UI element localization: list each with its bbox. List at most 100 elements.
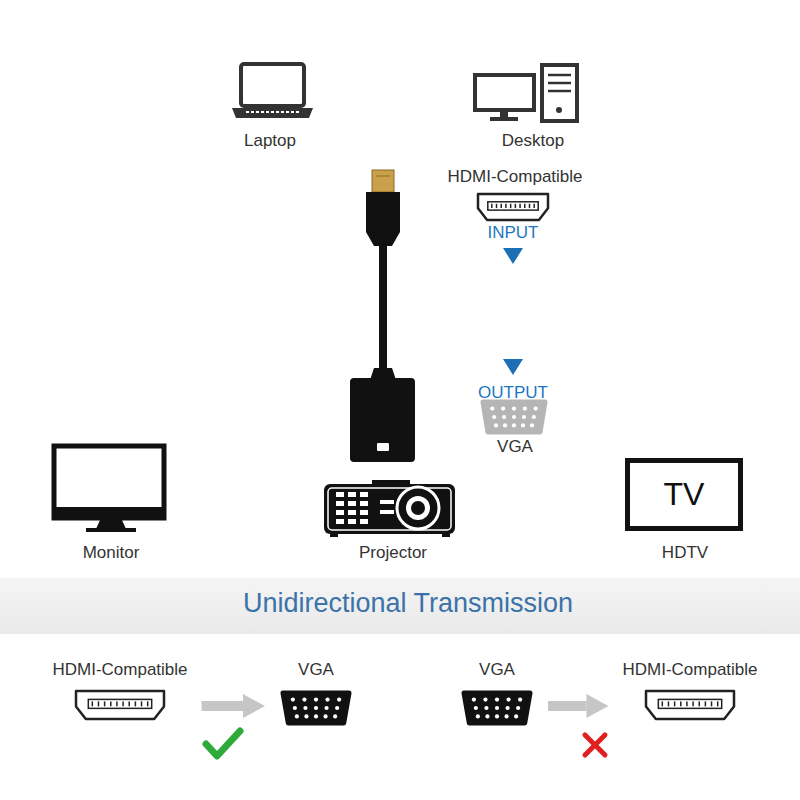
arrow-head (243, 694, 265, 718)
adapter-cable-part (366, 192, 400, 246)
port-pin (337, 697, 341, 701)
projector-icon-part (397, 487, 439, 529)
cross-mark-part (585, 735, 605, 755)
vent-slot (336, 519, 344, 524)
port-pin (485, 714, 489, 718)
port-pin (512, 415, 516, 419)
direction-triangle (503, 359, 523, 375)
port-pin (512, 407, 516, 411)
adapter-cable-part (372, 170, 394, 192)
port-pin (116, 701, 118, 706)
hdmi-port-icon (74, 689, 166, 721)
port-pin (92, 701, 94, 706)
vent-slot (336, 501, 344, 506)
laptop-icon-part (232, 108, 313, 118)
adapter-cable-part (350, 378, 415, 462)
label: VGA (497, 437, 533, 457)
node-label: VGA (298, 660, 334, 680)
projector-icon-part (380, 510, 394, 514)
cross-mark-part (585, 735, 605, 755)
port-pin (295, 714, 299, 718)
label: INPUT (488, 223, 539, 243)
desktop-icon-part (548, 74, 571, 77)
port-node: HDMI-Compatible (616, 660, 763, 721)
vent-slot (360, 492, 368, 497)
flow-arrow (202, 694, 265, 718)
port-pin (516, 705, 520, 709)
flow-arrow (548, 694, 608, 718)
projector-icon-part (442, 534, 450, 537)
port-pin (533, 204, 535, 208)
desktop-icon-part (500, 110, 508, 117)
arrow-shaft (548, 701, 586, 711)
port-node: HDMI-Compatible (46, 660, 193, 721)
port-pin (491, 204, 493, 208)
port-outline (464, 693, 530, 723)
vent-slot (348, 492, 356, 497)
vent-slot (348, 501, 356, 506)
port-pin (476, 714, 480, 718)
port-pin (98, 701, 100, 706)
desktop-icon-part (475, 75, 534, 110)
port-pin (505, 705, 509, 709)
port-pin (705, 701, 707, 706)
vent-slot (336, 510, 344, 515)
label: HDTV (662, 543, 708, 563)
title-band (0, 578, 800, 634)
port-pin (483, 697, 487, 701)
port-pin (524, 204, 526, 208)
label: Laptop (244, 131, 296, 151)
port-pin (325, 697, 329, 701)
port-pin (147, 701, 149, 706)
port-pin (314, 697, 318, 701)
desktop-icon-part (556, 107, 562, 113)
port-pin (472, 697, 476, 701)
port-outline (483, 402, 545, 432)
port-node: VGA (273, 660, 359, 727)
desktop-icon-part (548, 90, 571, 93)
adapter-cable (350, 170, 415, 462)
monitor-icon-part (52, 507, 166, 520)
node-label: VGA (479, 660, 515, 680)
port-pin (680, 701, 682, 706)
port-pin (692, 701, 694, 706)
laptop-icon-part (246, 111, 299, 113)
port-pin (523, 407, 527, 411)
port-pin (302, 697, 306, 701)
desktop-icon-part (542, 65, 577, 121)
label: Monitor (83, 543, 140, 563)
port-pin (494, 423, 498, 427)
port-pin (122, 701, 124, 706)
vent-slot (360, 510, 368, 515)
port-pin (291, 697, 295, 701)
port-pin (512, 423, 516, 427)
port-pin (495, 714, 499, 718)
vent-slot (336, 492, 344, 497)
port-pin (501, 407, 505, 411)
monitor-icon-part (96, 520, 126, 529)
arrow-shaft (202, 701, 243, 711)
port-pin (711, 701, 713, 706)
monitor-icon (52, 446, 166, 532)
port-pin (510, 204, 512, 208)
vent-slot (348, 510, 356, 515)
port-inner (658, 699, 721, 708)
port-pin (717, 701, 719, 706)
port-pin (514, 714, 518, 718)
adapter-cable-part (377, 443, 389, 451)
port-pin (530, 423, 534, 427)
port-pin (474, 705, 478, 709)
port-pin (674, 701, 676, 706)
port-pin (314, 705, 318, 709)
monitor-icon-part (86, 528, 136, 532)
laptop-icon (232, 64, 313, 118)
check-mark (206, 731, 240, 756)
projector-icon-part (330, 534, 338, 537)
port-node: VGA (454, 660, 540, 727)
port-pin (314, 714, 318, 718)
port-pin (534, 407, 538, 411)
port-pin (668, 701, 670, 706)
